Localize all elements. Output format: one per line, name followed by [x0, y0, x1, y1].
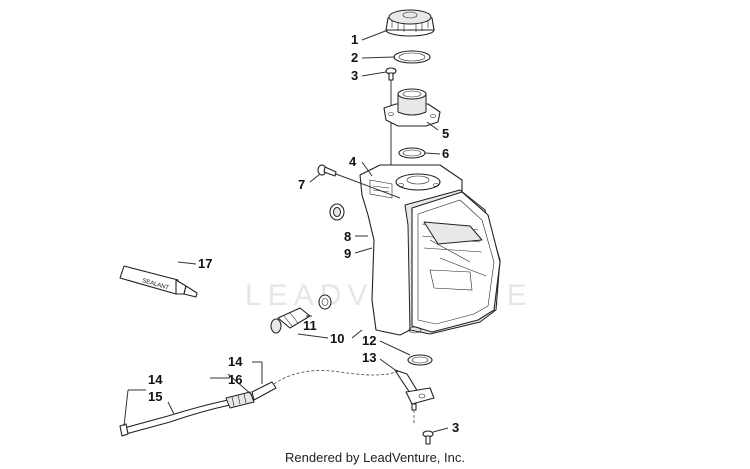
- part-filler-neck[interactable]: [383, 88, 441, 127]
- footer-credit: Rendered by LeadVenture, Inc.: [285, 450, 465, 465]
- callout-9[interactable]: 9: [344, 246, 351, 261]
- part-fuel-pickup[interactable]: [394, 369, 435, 411]
- callout-2[interactable]: 2: [351, 50, 358, 65]
- callout-1[interactable]: 1: [351, 32, 358, 47]
- part-sealant-tube[interactable]: SEALANT: [119, 265, 198, 298]
- part-fuel-tank[interactable]: [359, 164, 501, 336]
- callout-10[interactable]: 10: [330, 331, 344, 346]
- callout-3-bottom[interactable]: 3: [452, 420, 459, 435]
- callout-17[interactable]: 17: [198, 256, 212, 271]
- callout-11[interactable]: 11: [303, 318, 317, 333]
- callout-5[interactable]: 5: [442, 126, 449, 141]
- part-grommet[interactable]: [329, 203, 345, 221]
- callout-13[interactable]: 13: [362, 350, 376, 365]
- callout-15[interactable]: 15: [148, 389, 162, 404]
- part-cap-gasket[interactable]: [393, 50, 431, 64]
- callout-14-left[interactable]: 14: [148, 372, 163, 387]
- part-screw-top[interactable]: [385, 67, 397, 81]
- part-o-ring-outlet[interactable]: [407, 354, 433, 366]
- part-valve-assembly[interactable]: [270, 294, 332, 334]
- callout-3-top[interactable]: 3: [351, 68, 358, 83]
- callout-4[interactable]: 4: [349, 154, 357, 169]
- part-fuel-hose[interactable]: [119, 381, 277, 437]
- part-screw-bottom[interactable]: [422, 430, 434, 445]
- callout-7[interactable]: 7: [298, 177, 305, 192]
- callout-6[interactable]: 6: [442, 146, 449, 161]
- callout-16[interactable]: 16: [228, 372, 242, 387]
- part-bolt[interactable]: [317, 164, 337, 177]
- callout-14-right[interactable]: 14: [228, 354, 243, 369]
- callout-12[interactable]: 12: [362, 333, 376, 348]
- part-o-ring-neck[interactable]: [398, 147, 426, 159]
- callout-8[interactable]: 8: [344, 229, 351, 244]
- part-fuel-cap[interactable]: [385, 9, 435, 37]
